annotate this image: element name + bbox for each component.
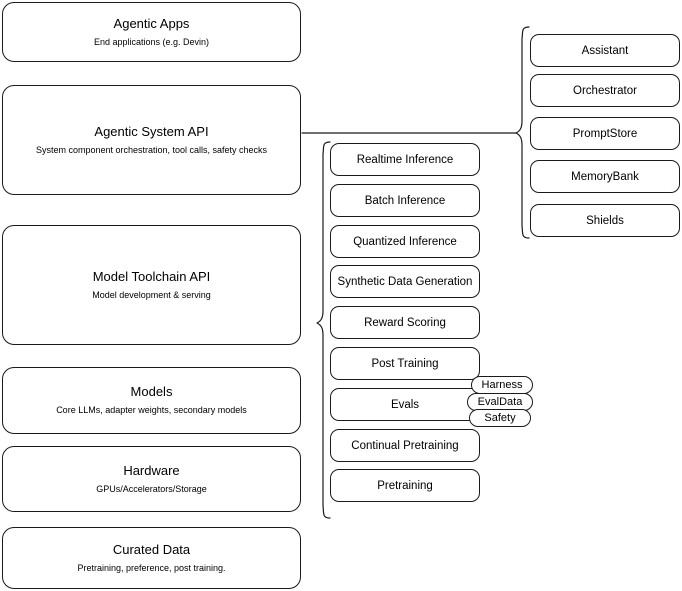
brace-model-toolchain-components <box>316 141 331 519</box>
layer-curated-data[interactable]: Curated Data Pretraining, preference, po… <box>2 527 301 589</box>
layer-title: Hardware <box>123 462 180 478</box>
component-quantized-inference[interactable]: Quantized Inference <box>330 225 480 258</box>
layer-title: Agentic Apps <box>113 15 190 31</box>
component-continual-pretraining[interactable]: Continual Pretraining <box>330 429 480 462</box>
layer-title: Model Toolchain API <box>92 268 211 284</box>
component-evals[interactable]: Evals <box>330 388 480 421</box>
layer-title: Agentic System API <box>94 123 209 139</box>
layer-model-toolchain-api[interactable]: Model Toolchain API Model development & … <box>2 225 301 345</box>
layer-subtitle: GPUs/Accelerators/Storage <box>96 483 207 494</box>
layer-models[interactable]: Models Core LLMs, adapter weights, secon… <box>2 367 301 434</box>
layer-subtitle: Model development & serving <box>92 289 211 300</box>
layer-agentic-system-api[interactable]: Agentic System API System component orch… <box>2 85 301 195</box>
layer-subtitle: Core LLMs, adapter weights, secondary mo… <box>56 405 247 415</box>
component-post-training[interactable]: Post Training <box>330 347 480 380</box>
component-batch-inference[interactable]: Batch Inference <box>330 184 480 217</box>
layer-hardware[interactable]: Hardware GPUs/Accelerators/Storage <box>2 446 301 512</box>
component-orchestrator[interactable]: Orchestrator <box>530 74 680 107</box>
layer-title: Models <box>130 384 173 399</box>
layer-subtitle: End applications (e.g. Devin) <box>93 36 210 47</box>
component-realtime-inference[interactable]: Realtime Inference <box>330 143 480 176</box>
component-assistant[interactable]: Assistant <box>530 34 680 67</box>
badge-harness[interactable]: Harness <box>471 376 533 394</box>
component-promptstore[interactable]: PromptStore <box>530 117 680 150</box>
layer-title: Curated Data <box>112 541 191 557</box>
component-synthetic-data-generation[interactable]: Synthetic Data Generation <box>330 265 480 298</box>
component-reward-scoring[interactable]: Reward Scoring <box>330 306 480 339</box>
layer-subtitle: Pretraining, preference, post training. <box>77 562 226 573</box>
component-shields[interactable]: Shields <box>530 204 680 237</box>
brace-agentic-system-components <box>515 26 530 239</box>
component-memorybank[interactable]: MemoryBank <box>530 160 680 193</box>
layer-subtitle: System component orchestration, tool cal… <box>35 144 268 155</box>
component-pretraining[interactable]: Pretraining <box>330 469 480 502</box>
badge-safety[interactable]: Safety <box>469 409 531 427</box>
layer-agentic-apps[interactable]: Agentic Apps End applications (e.g. Devi… <box>2 2 301 62</box>
